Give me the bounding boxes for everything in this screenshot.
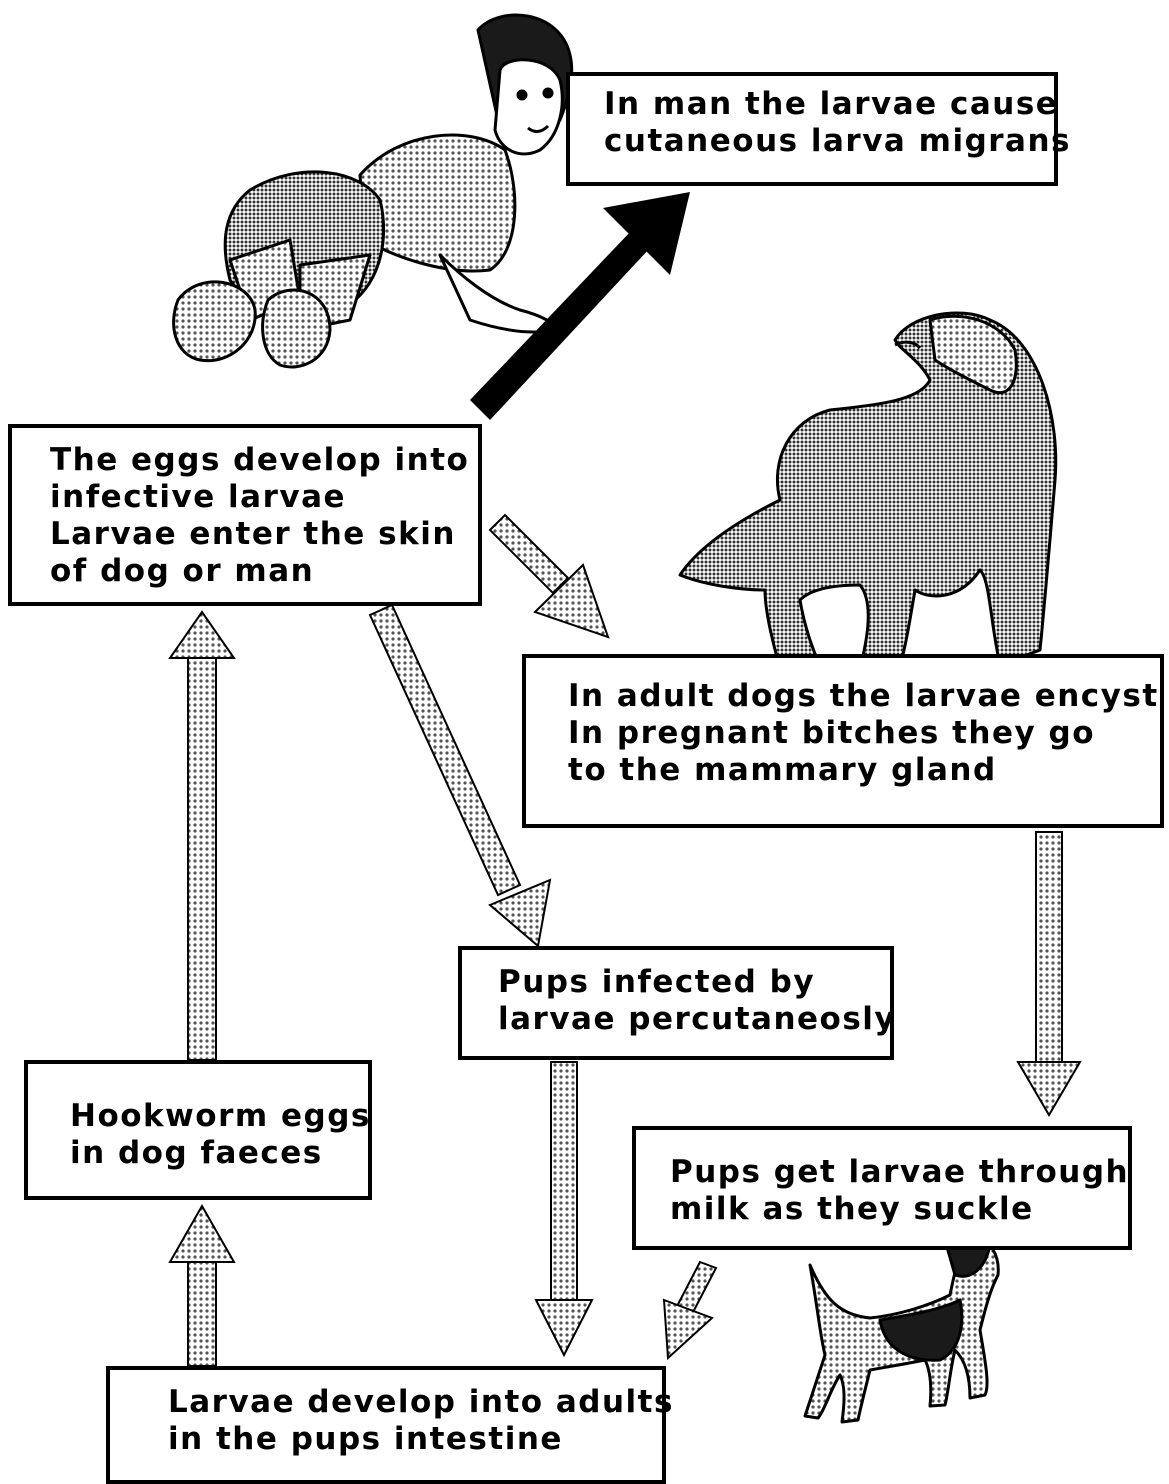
- box-hookworm-eggs-line-2: in dog faeces: [70, 1135, 368, 1172]
- box-adult-dogs-line-1: In adult dogs the larvae encyst: [568, 678, 1160, 715]
- arrow-pups-infected-to-adults: [536, 1062, 592, 1355]
- box-pups-milk-line-2: milk as they suckle: [670, 1191, 1128, 1228]
- arrow-adult-dog-to-milk: [1018, 832, 1080, 1115]
- box-eggs-develop: The eggs develop into infective larvae L…: [8, 424, 482, 606]
- box-pups-milk: Pups get larvae through milk as they suc…: [632, 1126, 1132, 1250]
- box-larvae-adults: Larvae develop into adults in the pups i…: [106, 1366, 666, 1484]
- box-adult-dogs-line-2: In pregnant bitches they go: [568, 715, 1160, 752]
- box-man-line-1: In man the larvae cause: [604, 86, 1054, 123]
- box-pups-infected: Pups infected by larvae percutaneosly: [458, 946, 894, 1060]
- box-hookworm-eggs-line-1: Hookworm eggs: [70, 1098, 368, 1135]
- box-eggs-develop-line-2: infective larvae: [50, 479, 478, 516]
- box-pups-infected-line-1: Pups infected by: [498, 964, 890, 1001]
- adult-dog-illustration: [680, 313, 1056, 668]
- box-man-line-2: cutaneous larva migrans: [604, 123, 1054, 160]
- box-eggs-develop-line-4: of dog or man: [50, 553, 478, 590]
- box-pups-infected-line-2: larvae percutaneosly: [498, 1001, 890, 1038]
- puppy-illustration: [805, 1234, 998, 1422]
- arrow-hookworm-to-eggs-develop: [170, 612, 234, 1060]
- crawling-baby-illustration: [174, 15, 572, 367]
- box-eggs-develop-line-1: The eggs develop into: [50, 442, 478, 479]
- arrow-milk-to-adults: [664, 1262, 716, 1358]
- box-man-larva-migrans: In man the larvae cause cutaneous larva …: [566, 72, 1058, 186]
- box-adult-dogs: In adult dogs the larvae encyst In pregn…: [522, 654, 1164, 828]
- box-larvae-adults-line-2: in the pups intestine: [168, 1421, 662, 1458]
- box-eggs-develop-line-3: Larvae enter the skin: [50, 516, 478, 553]
- arrow-adults-to-hookworm: [170, 1206, 234, 1366]
- box-adult-dogs-line-3: to the mammary gland: [568, 752, 1160, 789]
- box-pups-milk-line-1: Pups get larvae through: [670, 1154, 1128, 1191]
- box-hookworm-eggs: Hookworm eggs in dog faeces: [24, 1060, 372, 1200]
- arrow-eggs-develop-to-adult-dog: [490, 515, 608, 637]
- box-larvae-adults-line-1: Larvae develop into adults: [168, 1384, 662, 1421]
